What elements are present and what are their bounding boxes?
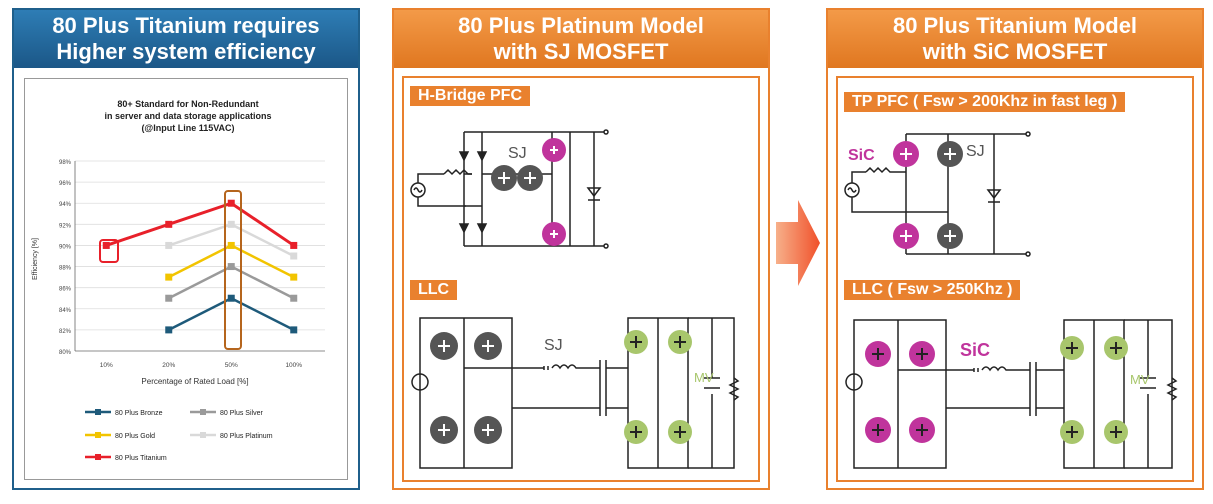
legend-swatch-marker: [200, 409, 206, 415]
efficiency-panel-title-line2: Higher system efficiency: [56, 39, 316, 64]
llc-primary-sic-switches: [865, 341, 935, 443]
h-bridge-pfc-sj-switches: [491, 138, 566, 246]
chart-data-point: [290, 294, 298, 302]
chart-data-point: [290, 241, 298, 249]
tp-pfc-label: TP PFC ( Fsw > 200Khz in fast leg ): [844, 92, 1126, 112]
chart-data-point: [102, 241, 110, 249]
50pct-load-highlight: [224, 190, 242, 350]
chart-x-tick-label: 10%: [100, 362, 113, 369]
sic-label-llc: SiC: [960, 340, 990, 360]
llc-circuit-titanium: [845, 319, 1178, 469]
sic-label-pfc: SiC: [848, 147, 875, 164]
chart-y-axis-label: Efficiency [%]: [32, 238, 39, 280]
tp-pfc-circuit: [844, 131, 1031, 257]
chart-series-line: [168, 244, 295, 279]
chart-y-tick-label: 84%: [59, 308, 72, 314]
chart-title-line3: (@Input Line 115VAC): [141, 123, 234, 133]
chart-data-point: [227, 241, 235, 249]
chart-data-point: [227, 294, 235, 302]
platinum-circuit: SJ: [410, 129, 740, 469]
chart-title-line1: 80+ Standard for Non-Redundant: [117, 99, 258, 109]
llc-primary-sj-switches: [430, 332, 502, 444]
legend-entry-label: 80 Plus Gold: [115, 433, 155, 440]
chart-legend: 80 Plus Bronze 80 Plus Silver 80 Plus Gold…: [85, 409, 273, 462]
chart-series: [102, 199, 298, 334]
llc-label-titanium: LLC ( Fsw > 250Khz ): [844, 280, 1021, 300]
chart-y-tick-label: 98%: [59, 160, 72, 166]
chart-x-axis-label: Percentage of Rated Load [%]: [141, 377, 248, 386]
platinum-panel-title-line1: 80 Plus Platinum Model: [458, 13, 704, 38]
legend-entry-label: 80 Plus Titanium: [115, 455, 167, 462]
titanium-panel: 80 Plus Titanium Model with SiC MOSFET T…: [826, 8, 1204, 490]
ac-source-icon: [845, 373, 863, 391]
chart-data-point: [165, 220, 173, 228]
chart-x-tick-label: 100%: [285, 362, 302, 369]
mv-label-titanium: MV: [1130, 372, 1150, 387]
sj-label-pfc: SJ: [508, 145, 527, 162]
chart-y-tick-label: 86%: [59, 287, 72, 293]
llc-secondary-mv-switches-titanium: [1060, 336, 1128, 444]
legend-swatch-marker: [95, 454, 101, 460]
titanium-panel-title-line1: 80 Plus Titanium Model: [892, 13, 1138, 38]
chart-y-tick-label: 90%: [59, 244, 72, 250]
chart-data-point: [227, 263, 235, 271]
platinum-panel-header: 80 Plus Platinum Model with SJ MOSFET: [394, 10, 768, 68]
chart-data-point: [165, 273, 173, 281]
chart-y-tick-label: 96%: [59, 181, 72, 187]
titanium-diagram-frame: TP PFC ( Fsw > 200Khz in fast leg ) LLC …: [836, 76, 1194, 482]
legend-entry-label: 80 Plus Bronze: [115, 410, 163, 417]
chart-data-point: [227, 199, 235, 207]
legend-entry-label: 80 Plus Platinum: [220, 433, 273, 440]
sj-label-tp-pfc: SJ: [966, 143, 985, 160]
titanium-panel-header: 80 Plus Titanium Model with SiC MOSFET: [828, 10, 1202, 68]
chart-data-point: [165, 326, 173, 334]
chart-data-point: [290, 273, 298, 281]
platinum-panel-title-line2: with SJ MOSFET: [493, 39, 669, 64]
efficiency-panel-header: 80 Plus Titanium requires Higher system …: [14, 10, 358, 68]
chart-data-point: [290, 252, 298, 260]
tp-pfc-switches: [893, 141, 963, 249]
chart-data-point: [290, 326, 298, 334]
chart-frame: 80+ Standard for Non-Redundant in server…: [24, 78, 348, 480]
efficiency-panel: 80 Plus Titanium requires Higher system …: [12, 8, 360, 490]
titanium-circuit: SiC SJ: [844, 131, 1178, 469]
legend-entry-label: 80 Plus Silver: [220, 410, 263, 417]
chart-series-line: [168, 296, 295, 332]
chart-y-tick-label: 94%: [59, 202, 72, 208]
legend-swatch-marker: [95, 409, 101, 415]
right-arrow-icon: [776, 200, 820, 286]
titanium-panel-title-line2: with SiC MOSFET: [922, 39, 1108, 64]
chart-y-tick-label: 88%: [59, 266, 72, 272]
platinum-panel: 80 Plus Platinum Model with SJ MOSFET H-…: [392, 8, 770, 490]
llc-circuit-platinum: [411, 317, 740, 469]
chart-data-point: [165, 241, 173, 249]
llc-label-platinum: LLC: [410, 280, 458, 300]
mv-label-platinum: MV: [694, 370, 714, 385]
efficiency-chart: 80+ Standard for Non-Redundant in server…: [32, 99, 325, 462]
chart-x-tick-label: 20%: [162, 362, 175, 369]
titanium-10pct-highlight: [99, 239, 119, 263]
sj-label-llc: SJ: [544, 337, 563, 354]
chart-data-point: [227, 220, 235, 228]
chart-series-line: [168, 222, 295, 258]
chart-title-line2: in server and data storage applications: [104, 111, 271, 121]
chart-series-line: [105, 201, 295, 247]
legend-swatch-marker: [95, 432, 101, 438]
legend-swatch-marker: [200, 432, 206, 438]
chart-y-tick-label: 82%: [59, 329, 72, 335]
chart-y-tick-label: 80%: [59, 350, 72, 356]
h-bridge-pfc-label: H-Bridge PFC: [410, 86, 530, 106]
efficiency-panel-title-line1: 80 Plus Titanium requires: [52, 13, 320, 38]
chart-grid: 80% 82% 84% 86% 88% 90% 92% 94% 96% 98% 10% 20% 50% 1…: [59, 160, 325, 369]
chart-series-line: [168, 265, 295, 300]
llc-secondary-mv-switches: [624, 330, 692, 444]
platinum-diagram-frame: H-Bridge PFC LLC: [402, 76, 760, 482]
chart-data-point: [165, 294, 173, 302]
chart-x-tick-label: 50%: [225, 362, 238, 369]
chart-y-tick-label: 92%: [59, 223, 72, 229]
ac-source-icon: [411, 373, 429, 391]
